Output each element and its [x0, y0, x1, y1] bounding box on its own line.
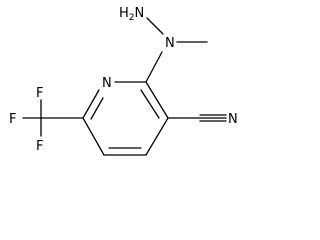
- bond-c2-n: [145, 51, 163, 83]
- molecule-drawing: H2N N N N F F F: [9, 6, 238, 156]
- bond-c2-c3-inner: [140, 89, 160, 119]
- bond-c3-c4: [145, 117, 169, 156]
- label-f-top: F: [36, 86, 43, 101]
- trifluoromethyl-group: [22, 99, 84, 137]
- structure-diagram: H2N N N N F F F: [9, 6, 238, 156]
- bond-n-nh2: [146, 17, 164, 35]
- bond-c5-c6: [82, 117, 105, 156]
- label-nh2: H2N: [119, 6, 144, 23]
- nitrile-group: [167, 114, 227, 122]
- pyridine-ring: [82, 81, 169, 156]
- bond-c6-n1-inner: [90, 97, 104, 120]
- label-hydrazine-n: N: [165, 36, 175, 51]
- bond-c2-c3: [145, 81, 169, 119]
- hydrazine-group: [145, 17, 208, 83]
- label-f-left: F: [9, 112, 16, 127]
- bond-c6-n1: [82, 89, 100, 119]
- label-f-bottom: F: [36, 139, 43, 154]
- label-ring-n: N: [102, 76, 112, 91]
- label-nitrile-n: N: [228, 112, 238, 127]
